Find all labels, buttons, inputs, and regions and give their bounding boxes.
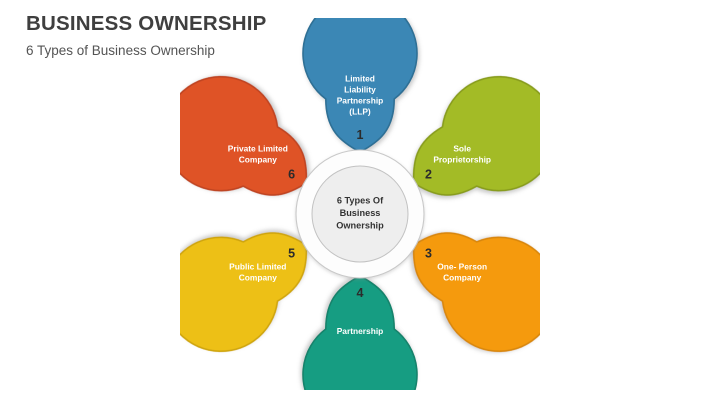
center-inner-circle (311, 165, 409, 263)
header: BUSINESS OWNERSHIP 6 Types of Business O… (26, 13, 446, 58)
petal-shape-6[interactable] (180, 56, 335, 233)
ring-number-1: 1 (357, 128, 364, 142)
petal-4[interactable] (302, 275, 418, 390)
page-subtitle: 6 Types of Business Ownership (26, 42, 215, 58)
ring-number-3: 3 (425, 246, 432, 260)
petal-shape-1[interactable] (302, 18, 418, 153)
center-ring-layer (295, 149, 425, 279)
petal-1[interactable] (302, 18, 418, 153)
ring-number-4: 4 (357, 286, 364, 300)
ring-number-layer: 1 2 3 4 5 6 (288, 128, 432, 300)
page-title: BUSINESS OWNERSHIP (26, 12, 267, 35)
ring-number-6: 6 (288, 167, 295, 181)
petal-label-4: Partnership (337, 326, 384, 336)
ring-number-2: 2 (425, 167, 432, 181)
petal-5[interactable] (180, 196, 335, 373)
petal-shape-5[interactable] (180, 196, 335, 373)
petal-shape-3[interactable] (385, 196, 540, 373)
petal-2[interactable] (385, 56, 540, 233)
petal-shape-4[interactable] (302, 275, 418, 390)
ring-number-5: 5 (288, 246, 295, 260)
petal-shape-2[interactable] (385, 56, 540, 233)
petal-6[interactable] (180, 56, 335, 233)
petal-3[interactable] (385, 196, 540, 373)
